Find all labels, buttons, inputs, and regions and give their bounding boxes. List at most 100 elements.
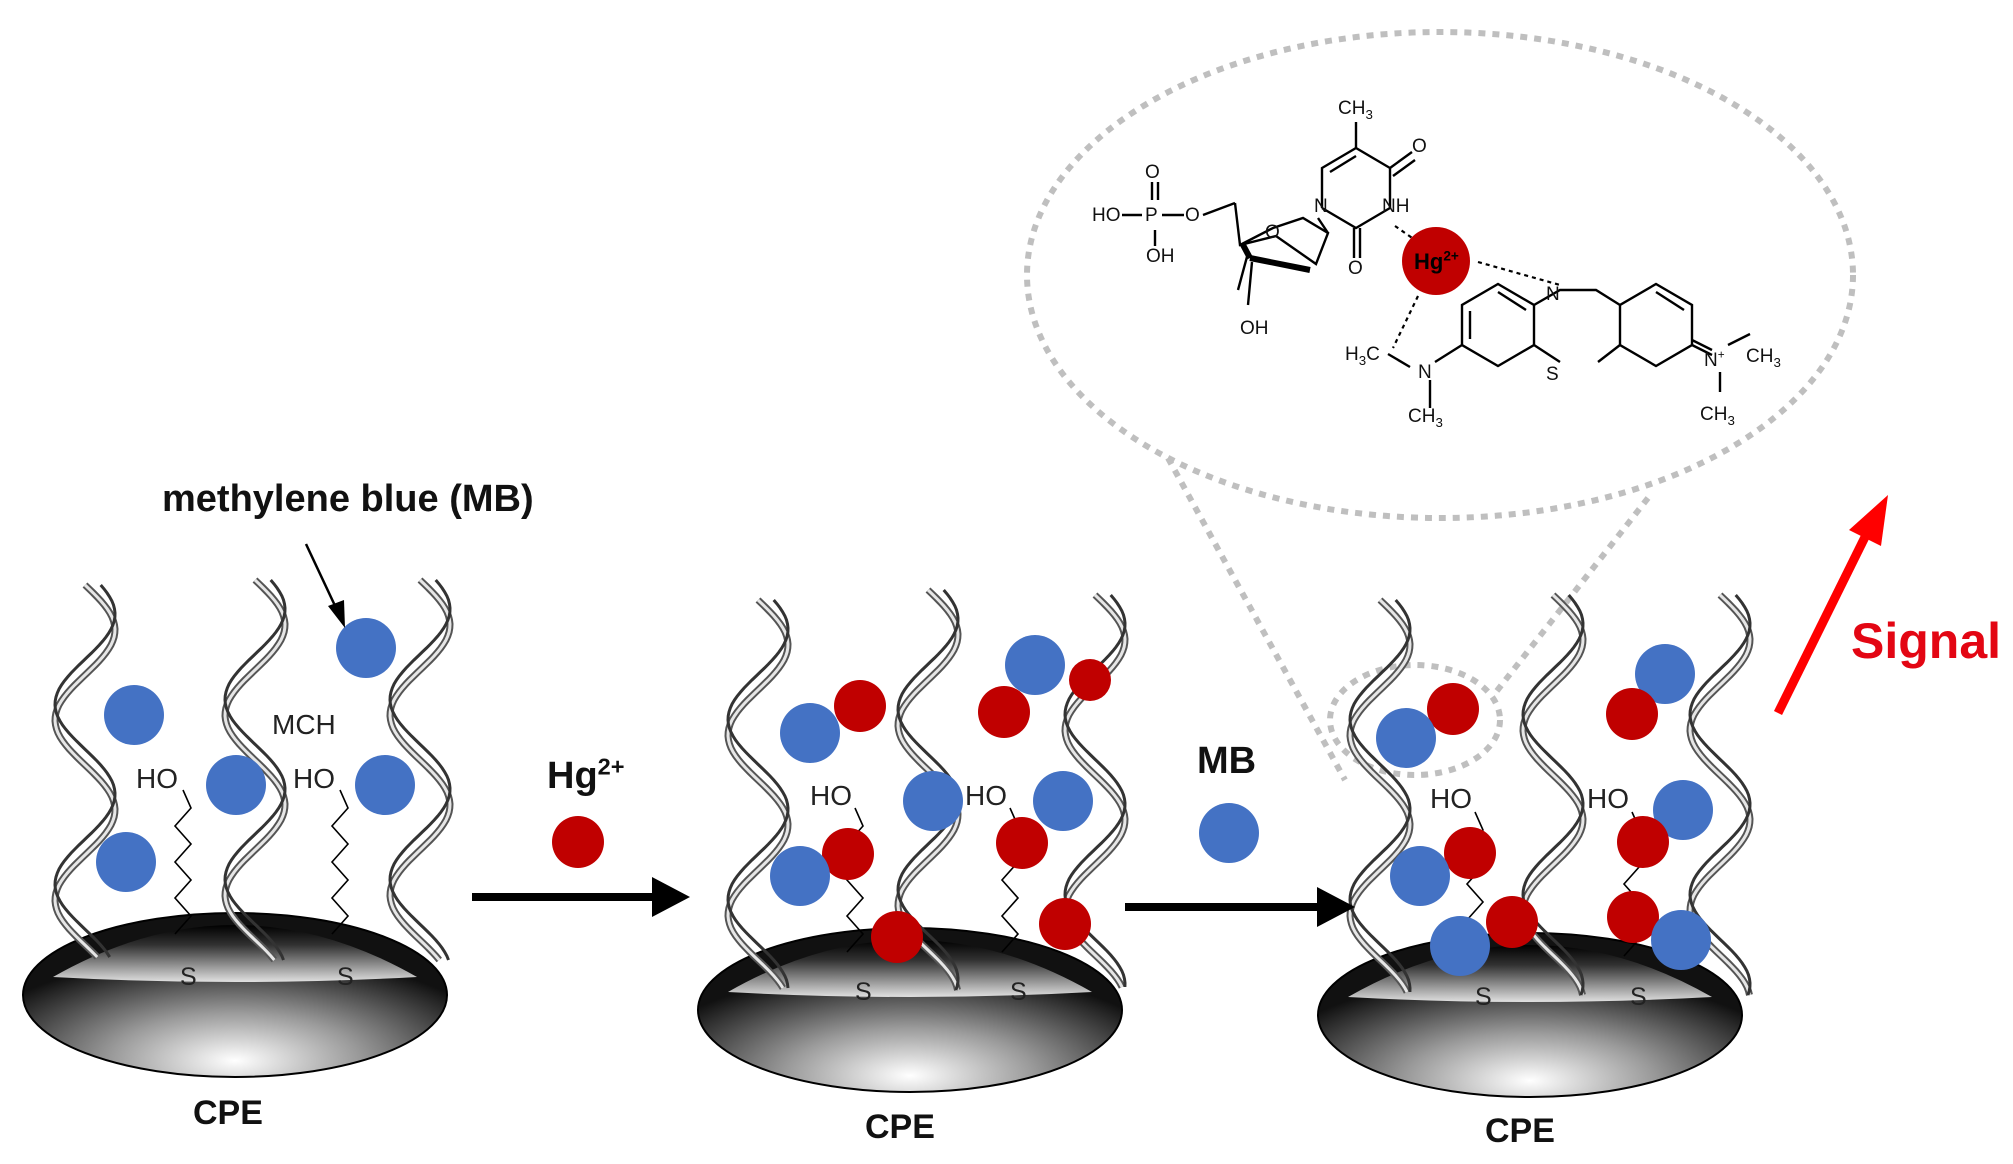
dna-helix-1 bbox=[51, 582, 119, 960]
chem-o-phosphate-right: O bbox=[1185, 205, 1200, 226]
dna-helix-2 bbox=[221, 577, 289, 963]
chem-oh-sugar: OH bbox=[1240, 318, 1269, 339]
chem-n-left: N bbox=[1418, 362, 1432, 383]
hg-ion-28 bbox=[1486, 896, 1538, 948]
hg-ion-20 bbox=[1427, 683, 1479, 735]
mb-molecule-27 bbox=[1390, 846, 1450, 906]
hg-ion-8 bbox=[834, 680, 886, 732]
mb-molecule-29 bbox=[1430, 916, 1490, 976]
mb-molecule-3 bbox=[206, 755, 266, 815]
mb-molecule-5 bbox=[96, 832, 156, 892]
dna-helix-4-strand-a bbox=[724, 597, 792, 990]
chem-nh: NH bbox=[1382, 196, 1410, 217]
chem-o-carbonyl-1: O bbox=[1412, 136, 1427, 157]
hg-ion-23 bbox=[1606, 688, 1658, 740]
mb-molecule-13 bbox=[903, 771, 963, 831]
hg-ion-18 bbox=[871, 911, 923, 963]
hg-ion-6 bbox=[552, 816, 604, 868]
mb-molecule-10 bbox=[1005, 635, 1065, 695]
dna-helix-7-strand-a-highlight bbox=[1348, 598, 1412, 993]
hg-ion-19 bbox=[1039, 898, 1091, 950]
chem-o-carbonyl-2: O bbox=[1348, 258, 1363, 279]
dna-helix-7-strand-b bbox=[1348, 599, 1412, 993]
mb-molecule-1 bbox=[336, 618, 396, 678]
s-label-3a: S bbox=[1475, 983, 1492, 1011]
electrode-surface-1 bbox=[53, 925, 417, 982]
ho-label-1a: HO bbox=[136, 763, 178, 794]
s-label-1a: S bbox=[180, 963, 197, 991]
zoom-source bbox=[1327, 662, 1503, 778]
signal-arrow bbox=[1773, 495, 1888, 715]
dna-helix-3-strand-b bbox=[388, 579, 452, 961]
chem-ch3-right-top: CH3 bbox=[1746, 346, 1781, 370]
chem-h3c-left: H3C bbox=[1345, 344, 1380, 368]
zoom-ellipse bbox=[1024, 29, 1856, 521]
zoom-callout bbox=[1024, 29, 1856, 782]
mb-molecule-4 bbox=[355, 755, 415, 815]
zoom-line-left bbox=[1165, 456, 1348, 782]
mb-molecule-16 bbox=[770, 846, 830, 906]
dna-helix-2-strand-a-highlight bbox=[223, 578, 287, 961]
mb-molecule-21 bbox=[1376, 708, 1436, 768]
cpe-label-1: CPE bbox=[193, 1094, 263, 1132]
mch-linker-2 bbox=[330, 789, 350, 935]
s-label-3b: S bbox=[1630, 983, 1647, 1011]
hg-reagent-label: Hg2+ bbox=[547, 753, 625, 797]
mb-callout-label: methylene blue (MB) bbox=[162, 478, 534, 520]
dna-helix-4-strand-b bbox=[726, 599, 790, 989]
signal-label: Signal bbox=[1851, 613, 2002, 669]
chem-o-sugar: O bbox=[1265, 222, 1280, 243]
dna-helix-7-strand-a bbox=[1346, 597, 1414, 994]
dna-helix-2-strand-b bbox=[223, 579, 287, 961]
mch-linker-1 bbox=[173, 789, 193, 935]
mb-molecule-2 bbox=[104, 685, 164, 745]
electrodes bbox=[22, 912, 1743, 1098]
chem-ho-phosphate: HO bbox=[1092, 205, 1121, 226]
chem-ch3-right-bottom: CH3 bbox=[1700, 404, 1735, 428]
chem-n-ring: N bbox=[1314, 196, 1328, 217]
mb-molecule-7 bbox=[1199, 803, 1259, 863]
ho-label-2b: HO bbox=[965, 780, 1007, 811]
chem-ch3-left-bottom: CH3 bbox=[1408, 406, 1443, 430]
mb-molecule-22 bbox=[1635, 644, 1695, 704]
hg-ion-25 bbox=[1617, 816, 1669, 868]
dna-helix-8-strand-b bbox=[1521, 594, 1585, 996]
hg-ion-15 bbox=[822, 828, 874, 880]
hg-ion-zoom bbox=[1402, 227, 1470, 295]
electrode-surface-2 bbox=[728, 940, 1092, 997]
chem-oh-phosphate: OH bbox=[1146, 246, 1175, 267]
mb-molecule-24 bbox=[1653, 780, 1713, 840]
mb-molecule-9 bbox=[780, 703, 840, 763]
chem-ch3-top: CH3 bbox=[1338, 98, 1373, 122]
chem-n-core: N bbox=[1546, 284, 1560, 305]
reaction-arrow-1 bbox=[472, 877, 690, 917]
cpe-label-3: CPE bbox=[1485, 1112, 1555, 1150]
dna-helix-1-strand-b bbox=[53, 584, 117, 958]
hg-ion-30 bbox=[1607, 891, 1659, 943]
hg-ion-12 bbox=[978, 686, 1030, 738]
reaction-arrow-2 bbox=[1125, 887, 1355, 927]
ho-label-3a: HO bbox=[1430, 783, 1472, 814]
mb-molecule-14 bbox=[1033, 771, 1093, 831]
ho-label-1b: HO bbox=[293, 763, 335, 794]
dna-helix-3-strand-a-highlight bbox=[388, 578, 452, 961]
dna-helix-4-strand-a-highlight bbox=[726, 598, 790, 989]
dna-helix-4 bbox=[724, 597, 792, 990]
chem-hg-label: Hg2+ bbox=[1414, 248, 1459, 274]
ion-molecules bbox=[96, 618, 1713, 976]
ho-label-2a: HO bbox=[810, 780, 852, 811]
s-label-2a: S bbox=[855, 978, 872, 1006]
hg-ion-17 bbox=[996, 817, 1048, 869]
dna-helix-7 bbox=[1346, 597, 1414, 994]
cpe-label-2: CPE bbox=[865, 1108, 935, 1146]
chem-n-right: N+ bbox=[1704, 348, 1725, 371]
mb-reagent-label: MB bbox=[1197, 740, 1257, 782]
chem-o-phosphate-top: O bbox=[1145, 162, 1160, 183]
ho-label-3b: HO bbox=[1587, 783, 1629, 814]
dna-helix-9-strand-b bbox=[1688, 594, 1752, 996]
mch-label: MCH bbox=[272, 709, 336, 740]
hg-ion-11 bbox=[1069, 659, 1111, 701]
s-label-1b: S bbox=[337, 963, 354, 991]
mb-callout-arrow bbox=[304, 543, 345, 628]
